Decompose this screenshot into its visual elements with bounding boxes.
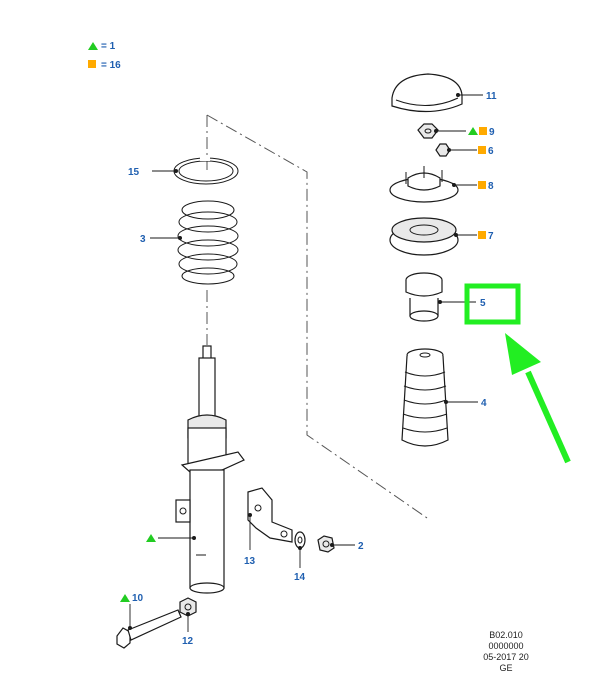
legend-square-icon [88, 60, 96, 68]
callout-15: 15 [128, 167, 140, 178]
callout-7-square-icon [478, 231, 486, 239]
callout-strut-triangle-icon [146, 534, 156, 542]
reference-line-3: 05-2017 20 [483, 652, 529, 662]
callout-6: 6 [488, 146, 494, 157]
callout-14: 14 [294, 572, 306, 583]
washer-14 [294, 531, 306, 549]
bump-stop-5 [405, 272, 443, 322]
callouts: 11 9 6 8 7 5 4 15 3 2 13 14 10 12 [120, 91, 497, 647]
callout-9: 9 [489, 127, 495, 138]
highlight-annotation [464, 283, 571, 464]
spring-seat-ring-15 [173, 155, 239, 185]
highlight-arrow-head-icon [505, 333, 541, 375]
callout-8: 8 [488, 181, 494, 192]
callout-12: 12 [182, 636, 194, 647]
reference-line-1: B02.010 [489, 630, 523, 640]
reference-block: B02.010 0000000 05-2017 20 GE [483, 630, 529, 673]
nut-2 [317, 535, 335, 553]
callout-10: 10 [132, 593, 144, 604]
callout-9-square-icon [479, 127, 487, 135]
callout-7: 7 [488, 231, 494, 242]
legend-label-1: = 1 [101, 41, 116, 52]
callout-2: 2 [358, 541, 364, 552]
strut-assembly [175, 345, 245, 594]
reference-line-2: 0000000 [488, 641, 523, 651]
callout-10-triangle-icon [120, 594, 130, 602]
legend: = 1 = 16 [88, 41, 121, 71]
callout-9-triangle-icon [468, 127, 478, 135]
legend-triangle-icon [88, 42, 98, 50]
nut-9 [417, 123, 439, 139]
bearing-7 [389, 217, 459, 256]
callout-5: 5 [480, 298, 486, 309]
dust-boot-4 [401, 348, 449, 447]
highlight-arrow-shaft [525, 370, 571, 464]
highlight-box [464, 283, 521, 325]
callout-13: 13 [244, 556, 256, 567]
leader-lines [128, 93, 483, 632]
upper-mount-8 [389, 166, 459, 203]
callout-6-square-icon [478, 146, 486, 154]
callout-8-square-icon [478, 181, 486, 189]
reference-line-4: GE [499, 663, 512, 673]
bracket-13 [247, 487, 293, 543]
nut-12 [179, 597, 197, 617]
coil-spring-3 [177, 200, 239, 285]
top-cap-11 [391, 73, 463, 113]
callout-11: 11 [486, 91, 497, 102]
callout-3: 3 [140, 234, 146, 245]
callout-4: 4 [481, 398, 487, 409]
bolt-10 [116, 609, 182, 649]
legend-label-2: = 16 [101, 60, 121, 71]
